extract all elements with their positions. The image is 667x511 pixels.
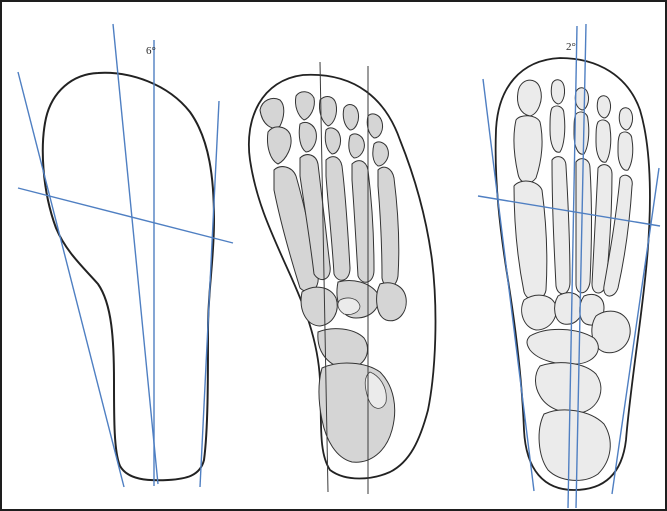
calcaneus [539, 410, 610, 480]
phalanx [574, 112, 589, 154]
phalanx [367, 114, 382, 138]
angle-label-left: 6° [146, 45, 156, 57]
metatarsal [514, 181, 547, 300]
panel-foot-skeleton-dorsal: 2° [478, 24, 660, 508]
phalanx [373, 142, 389, 166]
phalanx [260, 98, 284, 128]
panel-footprint-outline: 6° [18, 24, 233, 487]
phalanx [267, 127, 291, 164]
phalanx [299, 122, 316, 152]
metatarsal [378, 167, 399, 287]
phalanx [619, 108, 632, 130]
footprint-axis-lines [18, 24, 233, 487]
cuneiform [555, 293, 583, 325]
hallux-distal [518, 80, 542, 116]
phalanx [325, 128, 340, 154]
footprint-outline-shape [43, 73, 214, 480]
bone-highlight [338, 298, 360, 315]
phalanx [295, 92, 314, 120]
angle-label-right: 2° [566, 41, 576, 53]
dorsal-foot-bones [514, 80, 633, 481]
hallux-proximal [514, 116, 542, 183]
tarsal [377, 283, 407, 321]
phalanx [349, 134, 365, 158]
metatarsal [576, 159, 592, 293]
phalanx [596, 120, 611, 162]
phalanx [319, 97, 336, 126]
axis-line [113, 24, 158, 484]
metatarsal [352, 161, 374, 283]
lateral-foot-bones [260, 92, 406, 462]
calcaneus [319, 363, 395, 462]
phalanx [575, 88, 588, 110]
panel-foot-skeleton-lateral [249, 62, 436, 494]
talus [536, 363, 601, 413]
navicular [527, 329, 598, 364]
phalanx [551, 80, 564, 104]
cuneiform [522, 295, 557, 330]
metatarsal [552, 157, 570, 294]
phalanx [597, 96, 610, 118]
phalanx [618, 132, 633, 170]
axis-line [18, 72, 124, 487]
axis-line [18, 188, 233, 243]
phalanx [343, 105, 358, 130]
tarsal [301, 287, 337, 326]
phalanx [550, 106, 565, 152]
